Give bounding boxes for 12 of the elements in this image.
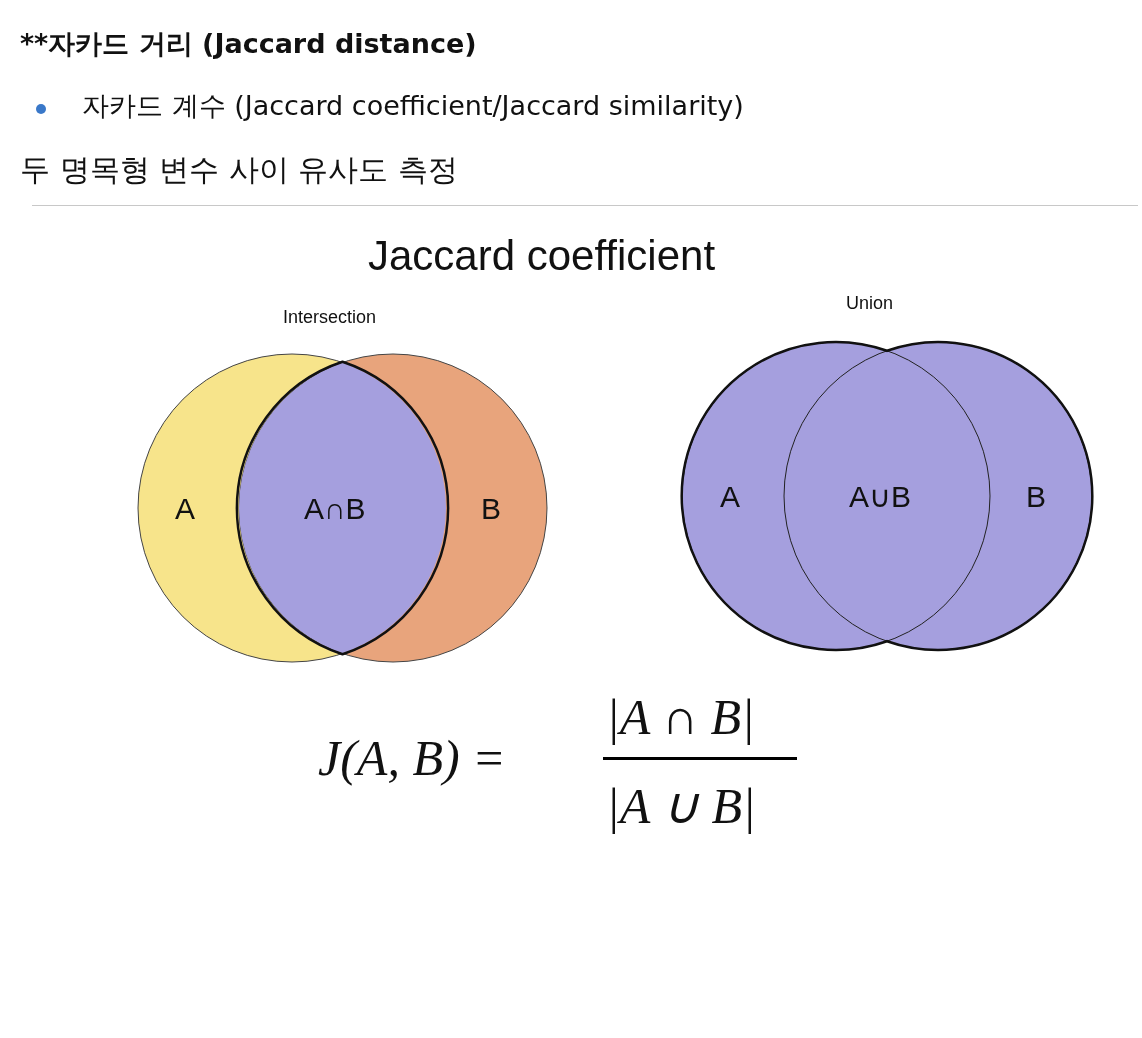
set-label: A	[175, 492, 195, 527]
bullet-text: 자카드 계수 (Jaccard coefficient/Jaccard similarity)	[82, 90, 744, 122]
venn-caption: Union	[846, 293, 894, 314]
set-label: B	[481, 492, 501, 527]
chart-title: Jaccard coefficient	[368, 232, 716, 281]
set-label: B	[1026, 480, 1046, 515]
heading: **자카드 거리 (Jaccard distance)	[20, 27, 477, 61]
set-label: A∪B	[849, 480, 912, 515]
set-label: A	[720, 480, 740, 515]
description-text: 두 명목형 변수 사이 유사도 측정	[20, 153, 458, 188]
set-label: A∩B	[304, 492, 366, 527]
venn-caption: Intersection	[283, 307, 377, 328]
